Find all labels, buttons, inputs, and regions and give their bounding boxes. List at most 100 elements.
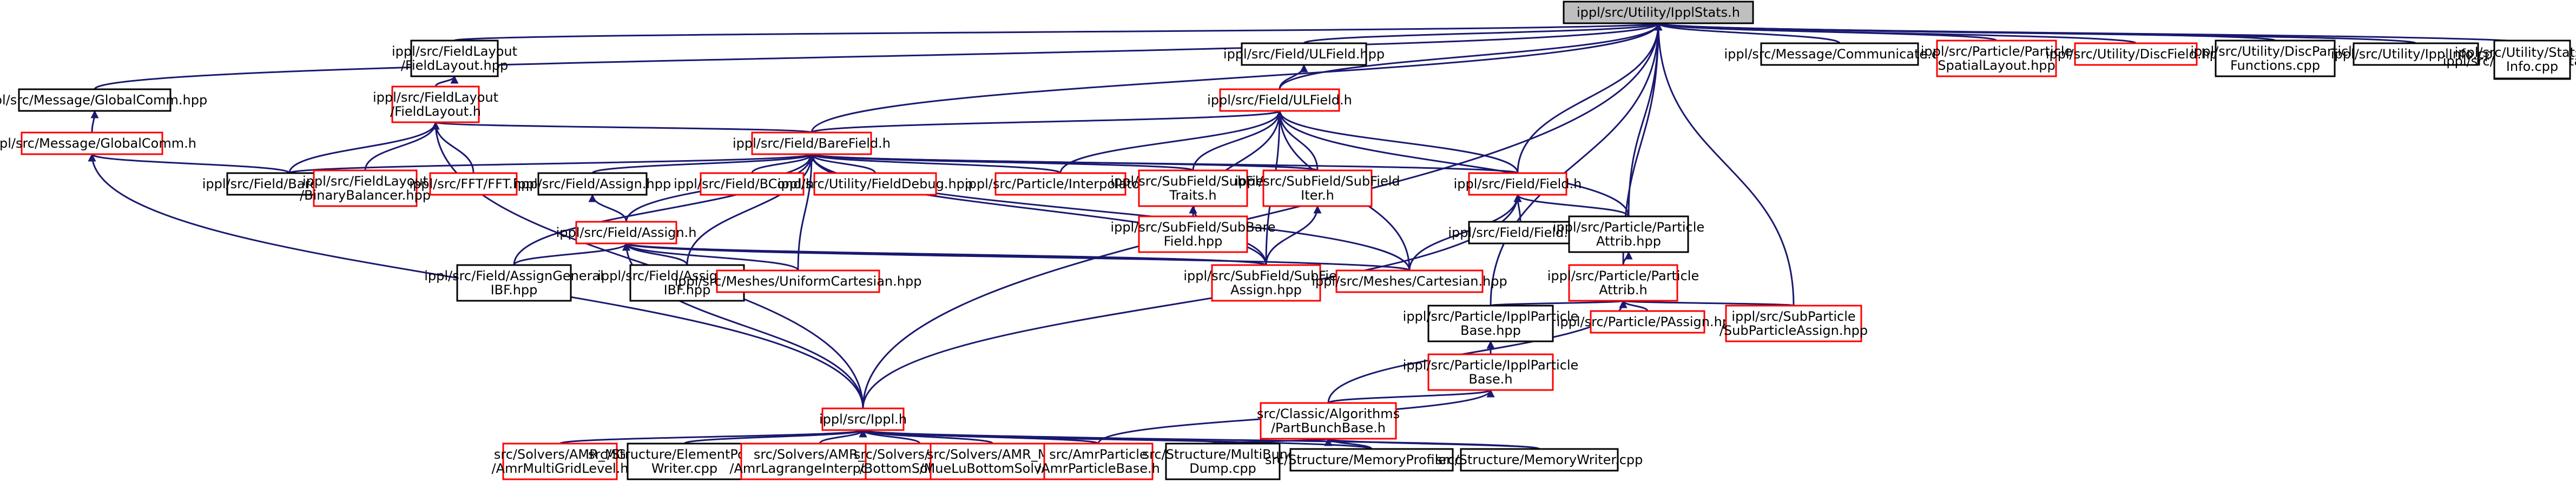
edge-bf_h-to-root	[811, 22, 1663, 133]
node-box	[1760, 42, 1919, 66]
node-label: ippl/src/Field/ULField.h	[1207, 93, 1352, 108]
node-box	[1165, 442, 1281, 480]
edge-bf_h-to-ul_h	[811, 110, 1283, 134]
node-label: ippl/src/FFT/FFT.hpp	[409, 176, 537, 191]
node-box	[1468, 172, 1567, 196]
node-fdebug_hpp[interactable]: ippl/src/Utility/FieldDebug.hpp	[778, 172, 973, 196]
node-box	[429, 172, 518, 196]
node-label: ippl/src/Utility/IpplInfo.cpp	[2331, 47, 2501, 62]
node-label: ippl/src/Meshes/Cartesian.hpp	[1312, 274, 1507, 289]
edge-bin_hpp-to-fl_h	[364, 121, 440, 171]
node-field_h[interactable]: ippl/src/Field/Field.h	[1454, 172, 1582, 196]
edge-cart_hpp-to-field_h	[1408, 194, 1522, 271]
node-fft_hpp[interactable]: ippl/src/FFT/FFT.hpp	[409, 172, 538, 196]
node-amrgl[interactable]: src/Solvers/AMR_MG/AmrMultiGridLevel.h	[492, 442, 629, 480]
node-info_cpp[interactable]: ippl/src/Utility/IpplInfo.cpp	[2331, 42, 2501, 66]
edge-agb_hpp1-to-assign_h	[513, 242, 630, 266]
edge-field_h-to-bf_h	[808, 153, 1519, 174]
node-label: Base.h	[1468, 372, 1512, 387]
node-smw_cpp[interactable]: src/Structure/MemoryWriter.cpp	[1436, 448, 1643, 472]
edge-comm_cpp-to-root	[1654, 22, 1841, 44]
node-gc_hpp[interactable]: ippl/src/Message/GlobalComm.hpp	[0, 88, 207, 112]
node-label: ippl/src/Field/BareField.h	[733, 136, 891, 151]
node-label: src/Solvers/AMR_MG	[754, 447, 886, 462]
node-box	[700, 172, 805, 196]
node-mlbs[interactable]: src/Solvers/AMR_MG/MueLuBottomSolver.h	[919, 442, 1066, 480]
edge-interp_h-to-ul_h	[1059, 110, 1284, 174]
node-pas_hpp[interactable]: ippl/src/Particle/PAssign.hpp	[1557, 310, 1739, 334]
node-label: src/Classic/Algorithms	[1257, 406, 1400, 421]
node-label: ippl/src/Particle/PAssign.hpp	[1557, 314, 1739, 329]
node-label: ippl/src/Utility/DiscField.hpp	[2046, 47, 2226, 62]
node-fl_h[interactable]: ippl/src/FieldLayout/FieldLayout.h	[373, 85, 498, 123]
node-label: ippl/src/Field/Assign.h	[556, 225, 697, 240]
node-stats_cpp2[interactable]: ippl/src/Utility/Stats/ipplInfo.cpp	[2455, 39, 2576, 80]
node-spa_hpp[interactable]: ippl/src/SubParticle/SubParticleAssign.h…	[1719, 305, 1868, 342]
node-comm_cpp[interactable]: ippl/src/Message/Communicate.cpp	[1724, 42, 1955, 66]
node-cart_hpp[interactable]: ippl/src/Meshes/Cartesian.hpp	[1312, 269, 1507, 293]
edge-assign_h-to-assign_hpp	[588, 194, 627, 222]
node-ippl_h[interactable]: ippl/src/Ippl.h	[819, 407, 907, 431]
node-box	[994, 172, 1126, 196]
node-assign_h[interactable]: ippl/src/Field/Assign.h	[556, 221, 697, 245]
node-label: /FieldLayout.h	[390, 104, 481, 119]
node-assign_hpp[interactable]: ippl/src/Field/Assign.hpp	[514, 172, 671, 196]
node-label: ippl/src/Utility/IpplStats.h	[1577, 5, 1740, 20]
edge-field_h-to-root	[1517, 22, 1663, 174]
node-label: src/Structure/MultiBunch	[1143, 447, 1303, 462]
node-box	[575, 221, 677, 245]
node-bf_h[interactable]: ippl/src/Field/BareField.h	[733, 131, 891, 155]
node-label: ippl/src/Field/Assign.hpp	[514, 176, 671, 191]
node-label: IBF.hpp	[491, 282, 538, 298]
node-disc_hpp[interactable]: ippl/src/Utility/DiscField.hpp	[2046, 42, 2226, 66]
node-pbb_h[interactable]: src/Classic/Algorithms/PartBunchBase.h	[1257, 402, 1400, 440]
node-bcond_hpp[interactable]: ippl/src/Field/BCond.hpp	[674, 172, 831, 196]
edge-fl_hpp-to-root	[453, 22, 1662, 42]
node-ul_h[interactable]: ippl/src/Field/ULField.h	[1207, 88, 1352, 112]
node-psl_hpp[interactable]: ippl/src/Particle/ParticleSpatialLayout.…	[1921, 39, 2072, 77]
node-root[interactable]: ippl/src/Utility/IpplStats.h	[1563, 1, 1754, 24]
node-field_hpp[interactable]: ippl/src/Field/Field.hpp	[1448, 221, 1593, 245]
node-label: IBF.hpp	[664, 282, 711, 298]
edge-ippl_h-to-root	[862, 22, 1663, 409]
node-label: ippl/src/Field/AssignGeneral	[424, 268, 604, 283]
node-label: ippl/src/Message/GlobalComm.h	[0, 136, 196, 151]
node-ul_hpp[interactable]: ippl/src/Field/ULField.hpp	[1223, 42, 1385, 66]
node-label: ippl/src/Particle/Particle	[1553, 220, 1704, 235]
node-box	[1138, 169, 1248, 207]
node-ucart_hpp[interactable]: ippl/src/Meshes/UniformCartesian.hpp	[675, 269, 922, 293]
node-box	[1427, 353, 1554, 391]
node-box	[2215, 39, 2336, 77]
node-label: ippl/src/Message/Communicate.cpp	[1724, 47, 1955, 62]
node-label: Attrib.hpp	[1596, 234, 1661, 249]
node-label: /BinaryBalancer.hpp	[300, 188, 431, 203]
node-box	[1427, 305, 1554, 342]
node-label: /MueLuBottomSolver.h	[919, 461, 1066, 476]
node-bin_hpp[interactable]: ippl/src/FieldLayout/BinaryBalancer.hpp	[300, 169, 431, 207]
node-gc_h[interactable]: ippl/src/Message/GlobalComm.h	[0, 131, 196, 155]
node-smp_cpp[interactable]: src/Structure/MemoryProfiler.cpp	[1265, 448, 1478, 472]
node-label: ippl/src/SubField/SubBare	[1110, 220, 1275, 235]
node-box	[410, 39, 499, 77]
node-fl_hpp[interactable]: ippl/src/FieldLayout/FieldLayout.hpp	[392, 39, 517, 77]
edge-spa_hpp-to-root	[1654, 22, 1795, 306]
node-label: /AmrParticleBase.h	[1037, 461, 1160, 476]
node-interp_h[interactable]: ippl/src/Particle/Interpolator.h	[965, 172, 1156, 196]
node-label: src/Structure/MemoryWriter.cpp	[1436, 452, 1643, 467]
edge-sep_cpp-to-ippl_h	[683, 429, 867, 445]
node-label: Traits.h	[1169, 188, 1216, 203]
edge-ul_hpp-to-root	[1303, 22, 1663, 44]
node-box	[1241, 42, 1367, 66]
node-dpf_cpp[interactable]: ippl/src/Utility/DiscParticleFunctions.c…	[2190, 39, 2360, 77]
node-apb_h[interactable]: src/AmrParticle/AmrParticleBase.h	[1037, 442, 1160, 480]
